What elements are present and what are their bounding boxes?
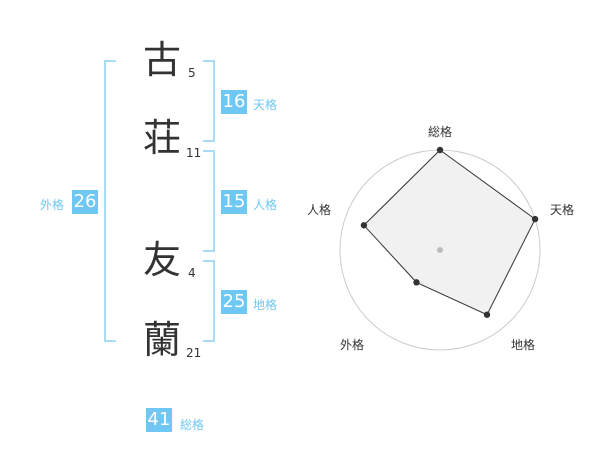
radar-label-gaikaku: 外格 bbox=[340, 338, 365, 352]
gaikaku-value: 26 bbox=[72, 190, 98, 214]
chikaku-label: 地格 bbox=[253, 298, 278, 312]
tenkaku-bracket bbox=[203, 60, 215, 142]
jinkaku-label: 人格 bbox=[253, 198, 278, 212]
radar-label-jinkaku: 人格 bbox=[307, 203, 332, 217]
char-1-strokes: 5 bbox=[188, 66, 196, 80]
radar-point-2 bbox=[483, 311, 491, 318]
radar-center bbox=[437, 247, 443, 253]
tenkaku-label: 天格 bbox=[253, 98, 278, 112]
radar-point-0 bbox=[436, 146, 444, 154]
char-4: 蘭 bbox=[143, 318, 182, 362]
radar-label-tenkaku: 天格 bbox=[550, 203, 575, 217]
radar-label-chikaku: 地格 bbox=[511, 338, 536, 352]
char-4-strokes: 21 bbox=[186, 346, 202, 360]
radar-point-1 bbox=[531, 215, 539, 223]
jinkaku-value: 15 bbox=[221, 190, 247, 214]
char-1: 古 bbox=[143, 38, 182, 82]
radar-label-soukaku: 総格 bbox=[428, 125, 453, 139]
gaikaku-bracket bbox=[104, 60, 116, 342]
tenkaku-value: 16 bbox=[221, 90, 247, 114]
radar-area bbox=[363, 149, 536, 316]
radar-point-3 bbox=[413, 279, 420, 286]
radar-point-4 bbox=[360, 222, 368, 229]
char-2-strokes: 11 bbox=[186, 146, 202, 160]
jinkaku-bracket bbox=[203, 150, 215, 252]
soukaku-value: 41 bbox=[146, 408, 172, 432]
chikaku-value: 25 bbox=[221, 290, 247, 314]
char-3: 友 bbox=[143, 238, 182, 282]
radar-chart bbox=[339, 146, 541, 351]
radar-points bbox=[360, 146, 539, 318]
gaikaku-label: 外格 bbox=[40, 198, 65, 212]
char-2: 荘 bbox=[143, 116, 182, 160]
soukaku-label: 総格 bbox=[180, 418, 205, 432]
chikaku-bracket bbox=[203, 260, 215, 342]
char-3-strokes: 4 bbox=[188, 266, 196, 280]
